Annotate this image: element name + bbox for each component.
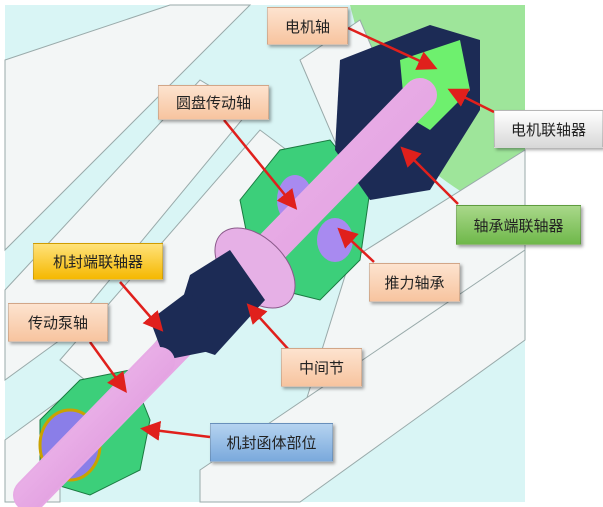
label-motor-coupling: 电机联轴器: [494, 110, 603, 148]
label-motor-shaft: 电机轴: [267, 7, 348, 45]
arrow-disc-drive-shaft: [223, 119, 298, 210]
thrust-bearing-rollers-right: [317, 218, 353, 262]
label-intermediate-section: 中间节: [281, 348, 362, 387]
label-drive-pump-shaft: 传动泵轴: [8, 303, 108, 342]
drive-pump-shaft: [15, 347, 175, 507]
arrow-seal-housing: [140, 420, 211, 441]
label-disc-drive-shaft: 圆盘传动轴: [158, 85, 269, 120]
label-seal-housing: 机封函体部位: [210, 423, 333, 462]
arrow-thrust-bearing: [337, 227, 375, 263]
seal-end-coupling-body: [150, 290, 215, 360]
label-bearing-end-coupling: 轴承端联轴器: [456, 205, 581, 245]
arrow-drive-pump-shaft: [88, 341, 127, 394]
callout-arrows: [88, 26, 495, 441]
arrow-motor-coupling: [447, 88, 495, 114]
arrow-seal-end-coupling: [119, 281, 164, 332]
label-thrust-bearing: 推力轴承: [369, 263, 460, 302]
arrow-bearing-end-coupling: [400, 146, 459, 205]
arrow-motor-shaft: [347, 26, 438, 70]
arrow-intermediate-section: [246, 303, 290, 351]
label-seal-end-coupling: 机封端联轴器: [33, 243, 163, 280]
